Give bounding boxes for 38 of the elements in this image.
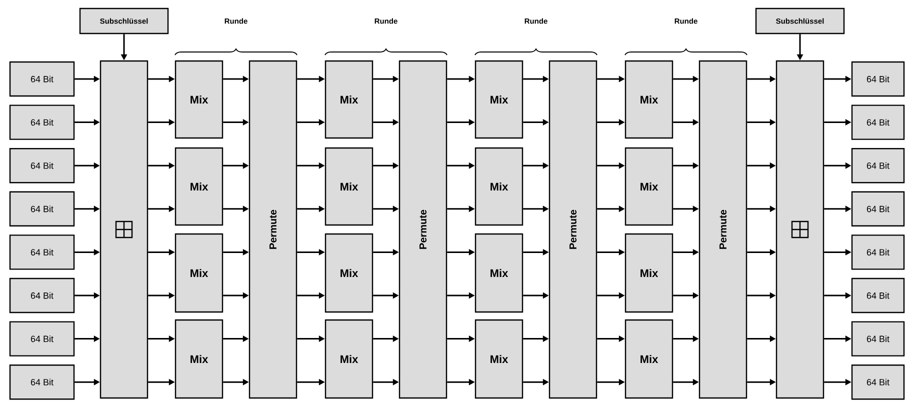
mix-box: Mix bbox=[624, 319, 674, 399]
permute-box: Permute bbox=[548, 60, 598, 399]
data-block-box: 64 Bit bbox=[851, 104, 905, 140]
mix-box: Mix bbox=[474, 147, 524, 226]
data-block-box: 64 Bit bbox=[9, 104, 75, 140]
data-block-box: 64 Bit bbox=[851, 234, 905, 270]
mix-box: Mix bbox=[624, 233, 674, 313]
data-block-box: 64 Bit bbox=[851, 364, 905, 400]
mix-box: Mix bbox=[174, 60, 224, 139]
mix-box: Mix bbox=[324, 319, 374, 399]
data-block-box: 64 Bit bbox=[851, 278, 905, 314]
mix-box: Mix bbox=[474, 60, 524, 139]
mix-box: Mix bbox=[174, 233, 224, 313]
data-block-box: 64 Bit bbox=[851, 148, 905, 184]
key-addition-box bbox=[776, 60, 824, 399]
mix-box: Mix bbox=[174, 147, 224, 226]
data-block-box: 64 Bit bbox=[851, 61, 905, 97]
data-block-box: 64 Bit bbox=[9, 278, 75, 314]
mix-box: Mix bbox=[624, 60, 674, 139]
data-block-box: 64 Bit bbox=[9, 364, 75, 400]
data-block-box: 64 Bit bbox=[851, 191, 905, 226]
mix-box: Mix bbox=[324, 60, 374, 139]
data-block-box: 64 Bit bbox=[9, 148, 75, 184]
data-block-box: 64 Bit bbox=[9, 61, 75, 97]
mix-box: Mix bbox=[474, 233, 524, 313]
data-block-box: 64 Bit bbox=[9, 234, 75, 270]
data-block-box: 64 Bit bbox=[9, 191, 75, 226]
data-block-box: 64 Bit bbox=[851, 321, 905, 356]
mix-box: Mix bbox=[474, 319, 524, 399]
mix-box: Mix bbox=[174, 319, 224, 399]
permute-box: Permute bbox=[398, 60, 448, 399]
permute-box: Permute bbox=[248, 60, 298, 399]
mix-box: Mix bbox=[324, 233, 374, 313]
mix-box: Mix bbox=[624, 147, 674, 226]
permute-box: Permute bbox=[698, 60, 748, 399]
mix-box: Mix bbox=[324, 147, 374, 226]
data-block-box: 64 Bit bbox=[9, 321, 75, 356]
key-addition-box bbox=[100, 60, 148, 399]
